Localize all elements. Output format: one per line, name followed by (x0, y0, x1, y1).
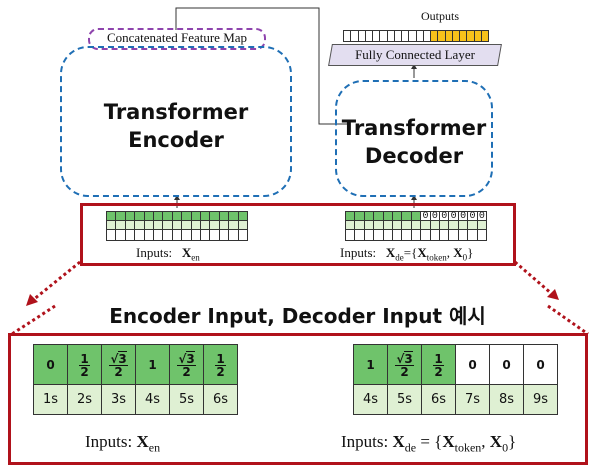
enc-time-cell: 4s (135, 384, 170, 415)
outputs-strip (343, 30, 489, 42)
section-title: Encoder Input, Decoder Input 예시 (109, 304, 486, 328)
decoder-time-row: 4s 5s 6s 7s 8s 9s (353, 384, 558, 415)
transformer-encoder-block (60, 46, 292, 197)
left-bottom-dotted (11, 304, 56, 336)
enc-time-cell: 1s (33, 384, 68, 415)
enc-time-cell: 6s (203, 384, 238, 415)
enc-time-cell: 5s (169, 384, 204, 415)
top-decoder-inputs-label: Inputs: Xde={Xtoken, X0} (340, 245, 474, 263)
dec-time-cell: 9s (523, 384, 558, 415)
left-expand-arrow (32, 260, 81, 302)
encoder-title-line1: Transformer (103, 100, 249, 124)
enc-time-cell: 3s (101, 384, 136, 415)
right-expand-arrow (514, 260, 553, 296)
transformer-decoder-block (335, 80, 493, 197)
dec-time-cell: 6s (421, 384, 456, 415)
dec-value-cell: 1 (353, 344, 388, 385)
enc-time-cell: 2s (67, 384, 102, 415)
bottom-example-box (8, 333, 588, 465)
dec-value-cell: 0 (455, 344, 490, 385)
fully-connected-label: Fully Connected Layer (355, 47, 475, 62)
decoder-title-line2: Decoder (364, 144, 464, 168)
enc-value-cell: 1 (135, 344, 170, 385)
dec-value-cell: 0 (489, 344, 524, 385)
decoder-title: Transformer Decoder (335, 114, 493, 170)
concat-to-decoder-line (175, 7, 348, 125)
bottom-encoder-inputs-label: Inputs: Xen (85, 432, 161, 455)
encoder-time-row: 1s 2s 3s 4s 5s 6s (33, 384, 238, 415)
enc-value-cell: 0 (33, 344, 68, 385)
dec-time-cell: 7s (455, 384, 490, 415)
outputs-label: Outputs (420, 9, 459, 23)
concat-feature-map (88, 28, 266, 50)
encoder-input-strip (106, 211, 248, 241)
dec-value-cell: 0 (523, 344, 558, 385)
right-bottom-dotted (547, 304, 589, 336)
dec-time-cell: 4s (353, 384, 388, 415)
dec-time-cell: 5s (387, 384, 422, 415)
decoder-title-line1: Transformer (341, 116, 487, 140)
dec-time-cell: 8s (489, 384, 524, 415)
concat-feature-map-label: Concatenated Feature Map (106, 30, 248, 45)
decoder-input-strip: 0 0 0 0 0 0 0 (345, 211, 487, 241)
top-encoder-inputs-label: Inputs: Xen (136, 245, 200, 263)
encoder-title-line2: Encoder (128, 128, 224, 152)
top-input-box (80, 203, 516, 266)
bottom-decoder-inputs-label: Inputs: Xde = {Xtoken, X0} (341, 432, 517, 455)
encoder-title: Transformer Encoder (60, 98, 292, 154)
